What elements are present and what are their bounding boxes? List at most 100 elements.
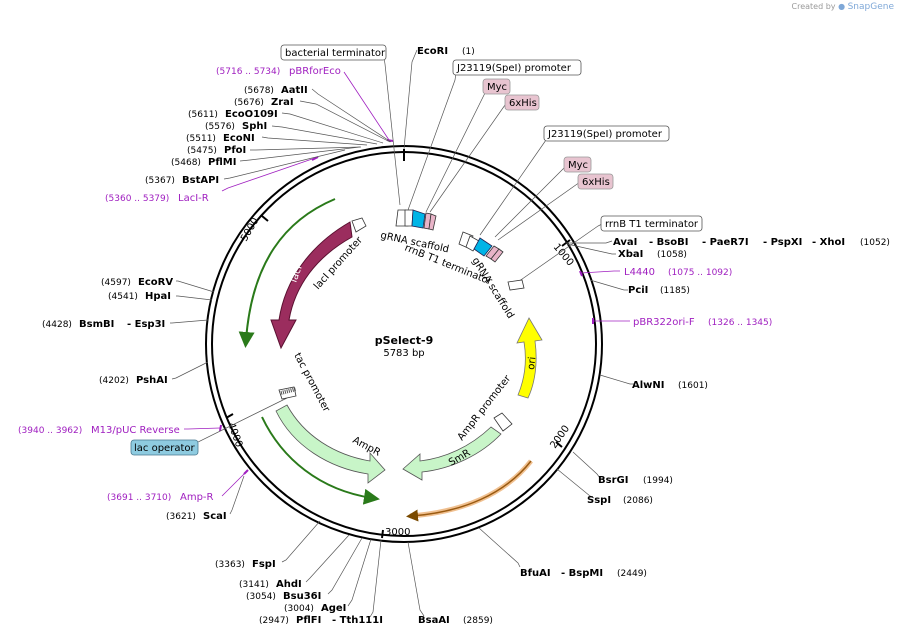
leader-l4440 <box>580 270 620 274</box>
site-ecori: EcoRI <box>417 46 448 57</box>
smr-arrow <box>402 426 502 481</box>
lac-operator-label: lac operator <box>134 443 195 454</box>
snapgene-credit: Created by ● SnapGene <box>792 2 895 12</box>
leader-bsmbi <box>170 319 209 324</box>
site-bsmbi: BsmBI <box>79 319 114 330</box>
leader-j23119-right <box>479 137 549 236</box>
j23119-right-glyph <box>465 235 480 252</box>
primer-amp-r: Amp-R <box>180 492 214 503</box>
primer-l4440: L4440 <box>624 267 655 278</box>
j23119-right-label: J23119(SpeI) promoter <box>547 129 663 140</box>
leader-j23119-top <box>407 72 457 211</box>
site-sphi: SphI <box>242 121 267 132</box>
leader-xbai <box>566 243 616 255</box>
snapgene-logo-icon: ● <box>838 2 846 11</box>
tick-label-1000: 1000 <box>551 242 576 269</box>
leader-ecorv <box>176 280 215 293</box>
lac-operator-mark <box>280 387 297 395</box>
leader-bfuai <box>478 527 521 568</box>
rrnb-right-box <box>600 215 703 232</box>
site-avai-3: - PaeR7I <box>702 237 749 248</box>
leader-aatii <box>311 88 392 143</box>
leader-econi <box>261 136 368 146</box>
his-top-box <box>504 94 540 111</box>
his-top-label: 6xHis <box>509 98 537 109</box>
primer-amp-r-range: (3691 .. 3710) <box>107 493 171 503</box>
site-bsrgi: BsrGI <box>598 475 628 486</box>
ampr-arrow <box>275 404 386 484</box>
his-top-glyph <box>428 213 437 231</box>
site-bstapi: BstAPI <box>182 175 219 186</box>
primer-pbr322ori-f: pBR322ori-F <box>633 317 695 328</box>
tick-4000 <box>225 413 234 419</box>
site-pflmi: PflMI <box>208 157 236 168</box>
ori-arrow <box>516 317 543 399</box>
leader-bsu36i <box>327 537 363 595</box>
rrnb-right-glyph <box>507 279 525 291</box>
site-zrai-pos: (5676) <box>234 98 264 108</box>
j23119-right-box <box>543 125 670 142</box>
site-scai-pos: (3621) <box>166 512 196 522</box>
site-ahdi: AhdI <box>276 579 302 590</box>
site-bsrgi-pos: (1994) <box>643 476 673 486</box>
orange-arc-core <box>406 460 532 522</box>
site-agei-pos: (3004) <box>284 604 314 614</box>
leader-bstapi <box>223 149 346 180</box>
site-avai-pos: (1052) <box>860 238 890 248</box>
site-xbai: XbaI <box>618 249 643 260</box>
myc-right-label: Myc <box>568 160 588 171</box>
ampr-promoter-arrow <box>493 412 513 432</box>
site-hpai: HpaI <box>145 291 171 302</box>
leader-alwni <box>599 374 634 385</box>
site-bfuai-pos: (2449) <box>617 569 647 579</box>
site-aatii-pos: (5678) <box>244 86 274 96</box>
his-right-box <box>577 173 614 190</box>
bacterial-terminator-box <box>280 44 387 61</box>
credit-brand: SnapGene <box>847 2 894 12</box>
site-avai-2: - BsoBI <box>649 237 688 248</box>
site-pshai: PshAI <box>136 375 168 386</box>
credit-prefix: Created by <box>791 2 836 11</box>
leader-ahdi <box>305 534 350 583</box>
site-bfuai-2: - BspMI <box>561 568 603 579</box>
site-bfuai: BfuAI <box>520 568 551 579</box>
grna-scaffold-1-arrow <box>411 209 426 229</box>
primer-m13: M13/pUC Reverse <box>91 425 180 436</box>
plasmid-length: 5783 bp <box>383 348 424 359</box>
site-pcii: PciI <box>628 285 648 296</box>
site-pfoi: PfoI <box>224 145 246 156</box>
site-ahdi-pos: (3141) <box>239 580 269 590</box>
primer-laci-r-range: (5360 .. 5379) <box>105 194 169 204</box>
primer-mark-l4440 <box>579 270 583 277</box>
leader-myc-top <box>425 91 488 213</box>
site-zrai: ZraI <box>271 97 294 108</box>
plasmid-name: pSelect-9 <box>375 334 434 347</box>
leader-bsaai <box>407 541 425 617</box>
primer-pbrforeco: pBRforEco <box>289 66 341 77</box>
site-pflfi-2: - Tth111I <box>332 615 383 626</box>
tick-3000 <box>381 529 384 539</box>
site-pcii-pos: (1185) <box>660 286 690 296</box>
leader-pcii <box>589 279 628 291</box>
site-avai: AvaI <box>613 237 637 248</box>
site-bstapi-pos: (5367) <box>145 176 175 186</box>
site-aatii: AatII <box>281 85 308 96</box>
primer-pbrforeco-range: (5716 .. 5734) <box>216 67 280 77</box>
site-ecori-pos: (1) <box>462 47 475 57</box>
leader-bacterial-terminator <box>383 57 401 206</box>
site-sspi-pos: (2086) <box>623 496 653 506</box>
leader-pbrforeco <box>343 71 390 141</box>
site-avai-4: - PspXI <box>763 237 802 248</box>
site-bsu36i-pos: (3054) <box>246 592 276 602</box>
myc-top-label: Myc <box>487 82 507 93</box>
primer-laci-r: LacI-R <box>178 193 209 204</box>
smr-label: SmR <box>447 448 472 469</box>
rrnb-right-label: rrnB T1 terminator <box>605 219 699 230</box>
laci-green-arc <box>238 198 336 348</box>
site-xbai-pos: (1058) <box>657 250 687 260</box>
site-ecorv: EcoRV <box>138 277 173 288</box>
leader-laci-r <box>221 157 316 192</box>
site-hpai-pos: (4541) <box>108 292 138 302</box>
leader-his-top <box>429 102 508 213</box>
